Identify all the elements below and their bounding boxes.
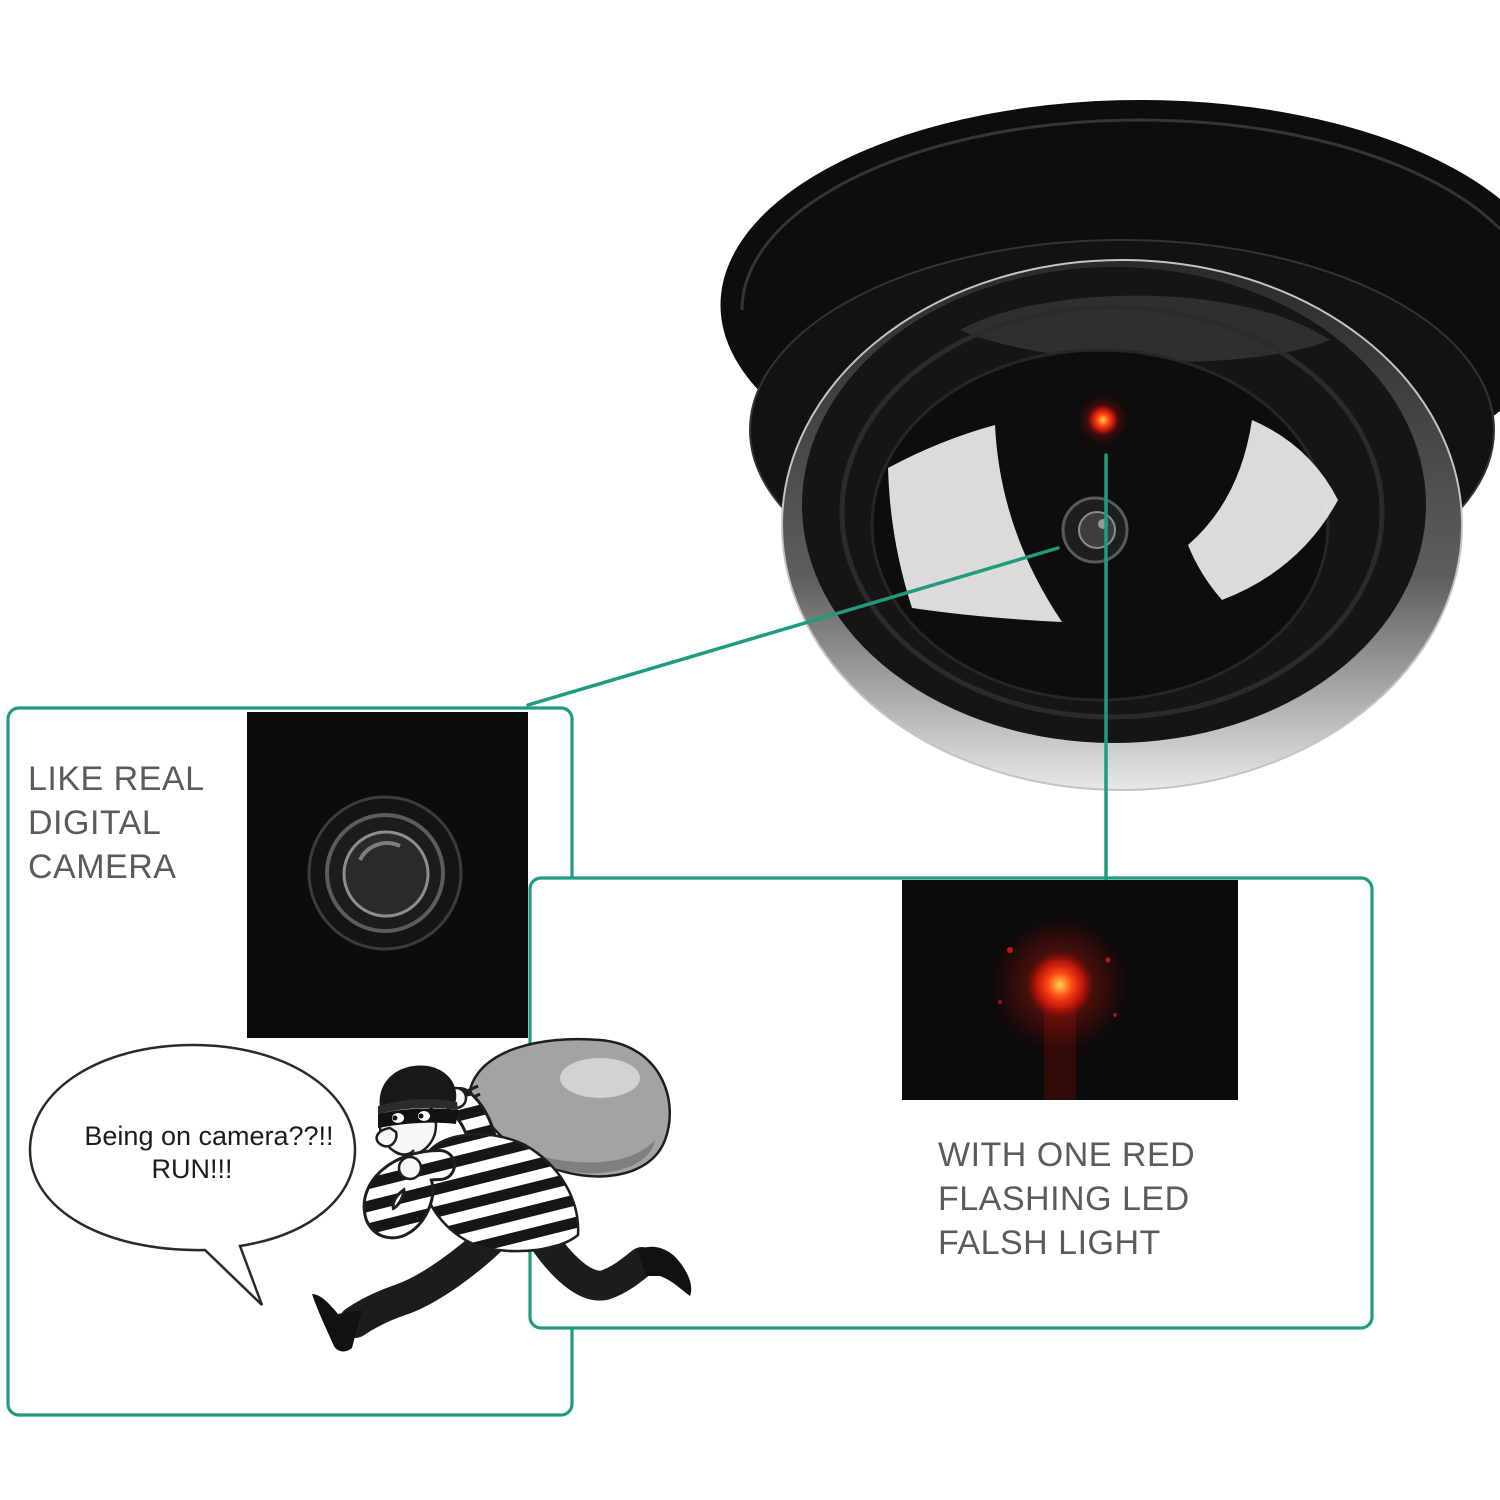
front-hand bbox=[397, 1155, 423, 1181]
front-arm-sleeve bbox=[365, 1152, 453, 1237]
lens-glass bbox=[1078, 511, 1116, 549]
sack-shadow bbox=[520, 1140, 655, 1174]
dome-reflection-right bbox=[1188, 420, 1338, 600]
back-shoe bbox=[312, 1294, 362, 1352]
closeup-led-speck bbox=[1105, 957, 1111, 963]
front-leg bbox=[525, 1220, 657, 1301]
lens-closeup bbox=[247, 712, 528, 1038]
led-core bbox=[1087, 404, 1119, 436]
beanie-brim bbox=[378, 1098, 458, 1114]
closeup-led-speck bbox=[1007, 947, 1013, 953]
led-callout-line: FLASHING LED bbox=[938, 1180, 1190, 1218]
thief-nose bbox=[375, 1126, 398, 1148]
led-callout-line: WITH ONE RED bbox=[938, 1136, 1195, 1174]
front-shoe bbox=[638, 1246, 692, 1296]
lens-callout-line: CAMERA bbox=[28, 848, 176, 886]
lens-leader-line bbox=[526, 546, 1060, 707]
thief-head bbox=[375, 1065, 458, 1157]
camera-lens bbox=[1061, 496, 1129, 564]
speech-bubble: Being on camera??!! RUN!!! bbox=[28, 1043, 357, 1306]
red-led bbox=[1073, 390, 1133, 450]
closeup-led-core bbox=[1026, 951, 1094, 1019]
closeup-led-speck bbox=[1113, 1013, 1117, 1017]
lens-callout-text: LIKE REAL DIGITAL CAMERA bbox=[28, 760, 204, 886]
led-callout-line: FALSH LIGHT bbox=[938, 1224, 1161, 1262]
lens-callout-line: DIGITAL bbox=[28, 804, 161, 842]
sack-highlight bbox=[560, 1058, 640, 1098]
led-closeup bbox=[902, 880, 1238, 1100]
dome-camera bbox=[720, 100, 1500, 791]
right-pupil bbox=[418, 1113, 424, 1119]
thief-beanie bbox=[379, 1065, 457, 1108]
running-thief bbox=[312, 1037, 692, 1352]
housing-rim-highlight bbox=[740, 118, 1500, 311]
closeup-led-speck bbox=[998, 1000, 1002, 1004]
thief-front-arm bbox=[362, 1149, 456, 1240]
back-leg bbox=[339, 1219, 511, 1338]
camera-ball-ring bbox=[839, 304, 1385, 720]
led-callout-text: WITH ONE RED FLASHING LED FALSH LIGHT bbox=[938, 1136, 1195, 1262]
dome-reflection-left bbox=[888, 425, 1062, 622]
speech-bubble-line: Being on camera??!! bbox=[84, 1121, 333, 1151]
thief-mouth bbox=[394, 1149, 415, 1156]
lens-callout-line: LIKE REAL bbox=[28, 760, 204, 798]
thief-legs bbox=[312, 1219, 692, 1352]
closeup-lens-glint bbox=[358, 841, 401, 861]
left-pupil bbox=[392, 1115, 398, 1121]
speech-bubble-line: RUN!!! bbox=[152, 1154, 233, 1184]
speech-bubble-outline bbox=[28, 1043, 357, 1306]
